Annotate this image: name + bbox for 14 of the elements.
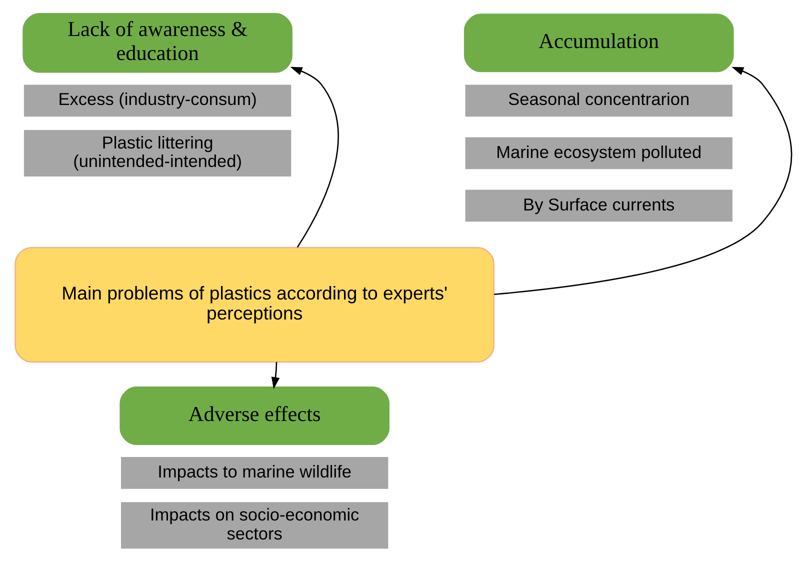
arrow <box>271 362 280 390</box>
node-box: Main problems of plastics according to experts' perceptions <box>14 246 495 363</box>
node-box: Accumulation <box>464 14 734 72</box>
node-box: Seasonal concentrarion <box>464 83 734 118</box>
node-box: By Surface currents <box>464 188 734 223</box>
node-box: Impacts to marine wildlife <box>120 456 390 490</box>
arrow <box>494 66 792 296</box>
arrow <box>290 66 339 248</box>
node-box: Marine ecosystem polluted <box>464 136 734 170</box>
node-box: Lack of awareness & education <box>22 12 292 73</box>
node-box: Plastic littering (unintended-intended) <box>22 128 292 178</box>
node-box: Excess (industry-consum) <box>22 83 292 118</box>
node-box: Impacts on socio-economic sectors <box>120 500 390 550</box>
node-box: Adverse effects <box>120 386 390 445</box>
